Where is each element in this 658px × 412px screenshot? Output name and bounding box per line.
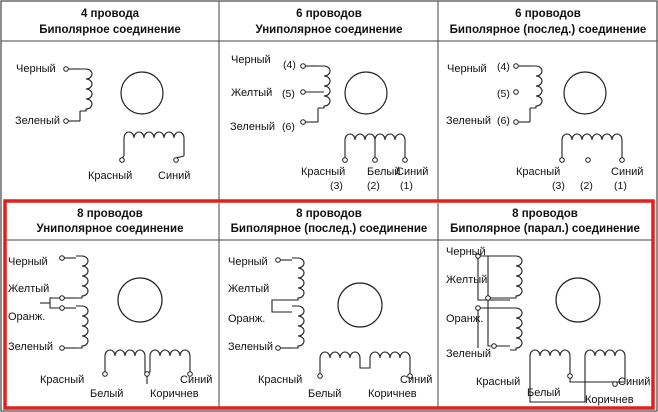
num-1: (1) [614,180,627,192]
panel-title-line2: Биполярное (послед.) соединение [231,223,428,235]
panel-title-line2: Униполярное соединение [256,24,403,36]
label-yellow: Желтый [231,87,272,99]
panel-title-line1: 6 проводов [296,8,362,20]
label-white: Белый [90,388,123,400]
panel-title-line1: 6 проводов [515,8,581,20]
label-green: Зеленый [8,341,53,353]
num-2: (2) [367,180,380,192]
label-black: Черный [228,256,268,268]
label-blue: Синий [180,374,212,386]
label-black: Черный [16,63,56,75]
panel-title-line1: 8 проводов [77,208,143,220]
label-green: Зеленый [446,115,491,127]
label-green: Зеленый [446,348,491,360]
label-red: Красный [40,374,84,386]
label-yellow: Желтый [446,274,487,286]
panel-title-line1: 4 провода [81,8,140,20]
panel-title-line2: Униполярное соединение [37,223,184,235]
label-black: Черный [446,246,486,258]
num-1: (1) [400,180,413,192]
num-3: (3) [552,180,565,192]
panel-6-wire-bipolar-series: 6 проводов Биполярное (послед.) соединен… [446,8,646,192]
motor-rotor [344,71,388,115]
label-white: Белый [367,166,400,178]
panel-title-line2: Биполярное соединение [39,24,181,36]
panel-8-wire-unipolar: 8 проводов Униполярное соединение Черный… [8,208,212,400]
highlight-frame [3,199,655,410]
motor-rotor [555,277,601,323]
label-brown: Коричнев [150,388,199,400]
label-blue: Синий [611,166,643,178]
panel-8-wire-bipolar-series: 8 проводов Биполярное (послед.) соединен… [228,208,432,400]
label-blue: Синий [400,374,432,386]
label-blue: Синий [158,170,190,182]
label-green: Зеленый [15,115,60,127]
motor-rotor [563,71,607,115]
label-brown: Коричнев [368,388,417,400]
panel-title-line1: 8 проводов [296,208,362,220]
label-orange: Оранж. [8,311,45,323]
label-yellow: Желтый [228,283,269,295]
label-white: Белый [527,387,560,399]
label-red: Красный [476,376,520,388]
panel-title-line2: Биполярное (парал.) соединение [450,223,640,235]
label-black: Черный [8,256,48,268]
motor-rotor [120,71,164,115]
label-red: Красный [88,170,132,182]
num-3: (3) [330,180,343,192]
label-black: Черный [447,63,487,75]
num-5: (5) [497,88,510,100]
panel-4-wire-bipolar: 4 провода Биполярное соединение Черный З… [15,8,190,182]
num-4: (4) [497,61,510,73]
panel-title-line1: 8 проводов [512,208,578,220]
num-4: (4) [283,59,296,71]
num-6: (6) [497,115,510,127]
label-orange: Оранж. [446,313,483,325]
label-orange: Оранж. [228,313,265,325]
num-2: (2) [580,180,593,192]
label-red: Красный [301,166,345,178]
num-5: (5) [282,88,295,100]
label-black: Черный [231,54,271,66]
label-green: Зеленый [230,121,275,133]
label-green: Зеленый [228,341,273,353]
label-blue: Синий [618,376,650,388]
label-red: Красный [516,166,560,178]
num-6: (6) [282,121,295,133]
label-brown: Коричнев [585,394,634,406]
label-yellow: Желтый [8,283,49,295]
label-blue: Синий [396,166,428,178]
motor-rotor [117,277,163,323]
label-white: Белый [308,388,341,400]
label-red: Красный [258,374,302,386]
motor-rotor [337,282,383,328]
panel-6-wire-unipolar: 6 проводов Униполярное соединение Черный… [230,8,428,192]
panel-8-wire-bipolar-parallel: 8 проводов Биполярное (парал.) соединени… [446,208,650,406]
panel-title-line2: Биполярное (послед.) соединение [450,24,647,36]
